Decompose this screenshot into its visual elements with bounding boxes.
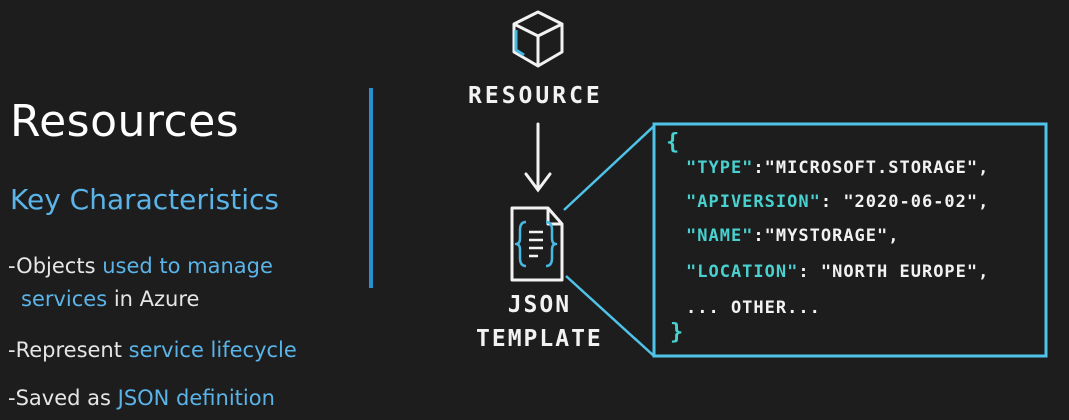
json-template-label: JSON TEMPLATE [476,288,603,356]
bullet-text: Represent [15,338,129,362]
code-sep: : [753,158,765,178]
slide-title: Resources [10,96,240,147]
bullet-text: Objects [16,254,103,278]
bullet-accent: used to manage [102,254,273,278]
resource-label: RESOURCE [468,83,603,109]
code-box [652,122,1048,358]
code-value: "MICROSOFT.STORAGE", [764,158,990,178]
arrow-down-icon [524,122,552,193]
bullet-item-2: -Represent service lifecycle [8,334,297,367]
code-value: "MYSTORAGE", [764,226,900,246]
bullet-text: in Azure [107,287,200,311]
code-key: "TYPE" [686,158,754,178]
code-value: "2020-06-02", [843,192,990,212]
code-key: "APIVERSION" [686,192,821,212]
code-line-apiversion: "APIVERSION": "2020-06-02", [686,192,989,212]
bullet-accent: services [21,287,108,311]
bullet-continuation: services in Azure [8,283,273,316]
code-line-type: "TYPE":"MICROSOFT.STORAGE", [686,158,989,178]
code-key: "LOCATION" [686,262,799,282]
bullet-item-1: -Objects used to manage services in Azur… [8,250,273,316]
json-label-line1: JSON [507,292,572,318]
json-label-line2: TEMPLATE [476,326,603,352]
code-line-name: "NAME":"MYSTORAGE", [686,226,900,246]
cube-icon [512,10,564,68]
code-sep: : [798,262,821,282]
bullet-dash: - [8,338,16,362]
code-line-other: ... OTHER... [686,298,821,318]
bullet-accent: service lifecycle [128,338,297,362]
bullet-accent: JSON definition [117,386,275,410]
open-brace: { [666,130,681,155]
code-sep: : [820,192,844,212]
close-brace: } [670,320,685,345]
bullet-text: Saved as [15,386,118,410]
json-file-icon [510,206,564,282]
slide-subtitle: Key Characteristics [10,183,280,216]
vertical-divider [369,88,373,288]
code-key: "NAME" [686,226,754,246]
bullet-dash: - [8,254,17,278]
code-line-location: "LOCATION": "NORTH EUROPE", [686,262,989,282]
callout-connector [563,125,655,357]
bullet-item-3: -Saved as JSON definition [8,382,275,415]
bullet-dash: - [8,386,16,410]
code-value: "NORTH EUROPE", [820,262,990,282]
code-sep: : [753,226,765,246]
